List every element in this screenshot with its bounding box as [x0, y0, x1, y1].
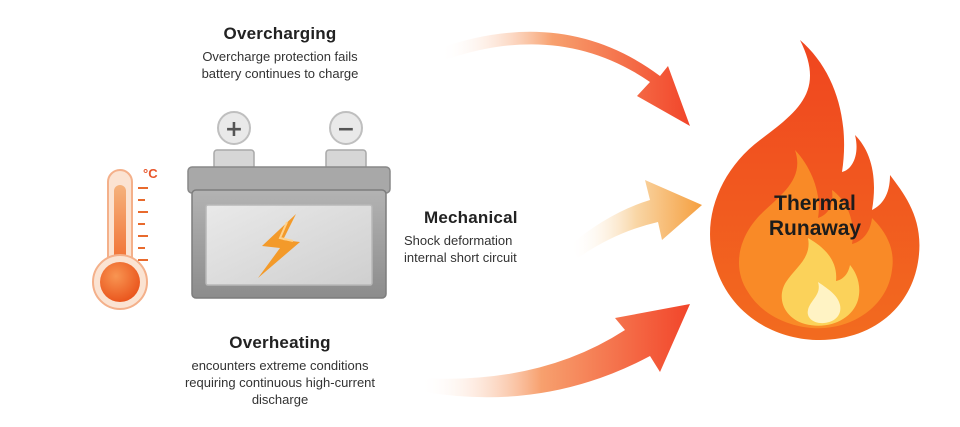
- arrow-icon-overheating: [420, 304, 690, 398]
- thermometer-unit: °C: [143, 166, 158, 181]
- overheating-title: Overheating: [229, 333, 331, 352]
- lightning-bolt-icon: [258, 214, 300, 278]
- mechanical-cause: Mechanical Shock deformation internal sh…: [404, 208, 564, 266]
- positive-symbol: +: [225, 117, 243, 142]
- overheating-desc-line: requiring continuous high-current: [184, 375, 376, 390]
- overcharging-description: Overcharge protection fails battery cont…: [150, 48, 410, 82]
- overcharging-title: Overcharging: [223, 24, 337, 43]
- result-line-1: Thermal: [774, 192, 856, 215]
- battery-icon: + −: [187, 111, 391, 299]
- result-line-2: Runaway: [768, 217, 862, 240]
- overcharging-desc-line: battery continues to charge: [201, 66, 359, 81]
- overheating-desc-line: discharge: [251, 392, 309, 407]
- overheating-cause: Overheating encounters extreme condition…: [150, 333, 410, 408]
- negative-terminal-icon: [329, 111, 363, 145]
- overheating-description: encounters extreme conditions requiring …: [150, 357, 410, 408]
- overcharging-desc-line: Overcharge protection fails: [202, 49, 358, 64]
- thermometer-icon: °C: [92, 166, 158, 310]
- flame-icon: [710, 40, 920, 340]
- arrow-icon-overcharging: [440, 31, 690, 126]
- overcharging-cause: Overcharging Overcharge protection fails…: [150, 24, 410, 82]
- mechanical-desc-line: Shock deformation: [404, 233, 513, 248]
- thermal-runaway-label: Thermal Runaway: [740, 191, 890, 241]
- overheating-desc-line: encounters extreme conditions: [191, 358, 369, 373]
- mechanical-desc-line: internal short circuit: [404, 250, 517, 265]
- mechanical-description: Shock deformation internal short circuit: [404, 232, 564, 266]
- positive-terminal-icon: [217, 111, 251, 145]
- arrow-icon-mechanical: [570, 180, 702, 258]
- mechanical-title: Mechanical: [424, 208, 518, 227]
- negative-symbol: −: [337, 117, 355, 142]
